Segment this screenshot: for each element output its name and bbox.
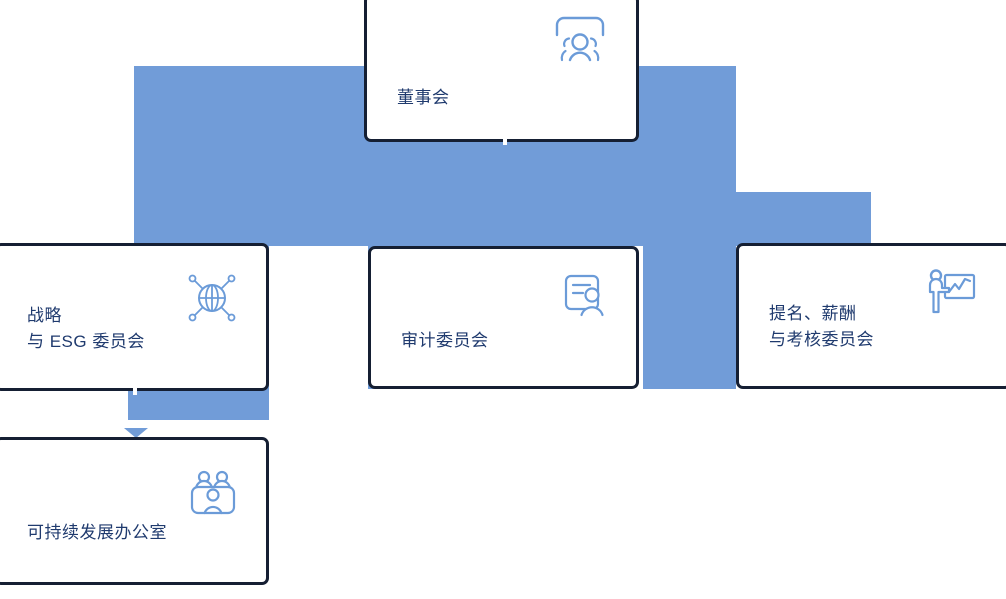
connector-notch-board bbox=[503, 133, 507, 145]
node-card-nomination[interactable]: 提名、薪酬 与考核委员会 bbox=[736, 243, 1006, 389]
connector-arrow-down-icon bbox=[124, 428, 148, 438]
connector-board-to-committees bbox=[134, 66, 871, 389]
node-card-sustainability-office[interactable]: 可持续发展办公室 bbox=[0, 437, 269, 585]
node-label-audit: 审计委员会 bbox=[401, 331, 489, 350]
team-people-icon bbox=[188, 470, 238, 516]
document-person-icon bbox=[560, 271, 608, 319]
presenter-chart-icon bbox=[925, 268, 977, 316]
connector-notch-strategy bbox=[133, 383, 137, 395]
connector-strategy-to-office bbox=[128, 389, 269, 420]
node-card-strategy[interactable]: 战略 与 ESG 委员会 bbox=[0, 243, 269, 391]
node-label-nomination: 提名、薪酬 与考核委员会 bbox=[769, 304, 874, 349]
node-label-sustainability-office: 可持续发展办公室 bbox=[27, 523, 167, 542]
globe-network-icon bbox=[186, 272, 238, 324]
group-of-people-icon bbox=[552, 15, 608, 63]
node-card-audit[interactable]: 审计委员会 bbox=[368, 246, 639, 389]
node-label-strategy: 战略 与 ESG 委员会 bbox=[27, 306, 145, 351]
node-card-board[interactable]: 董事会 bbox=[364, 0, 639, 142]
node-label-board: 董事会 bbox=[397, 88, 450, 107]
